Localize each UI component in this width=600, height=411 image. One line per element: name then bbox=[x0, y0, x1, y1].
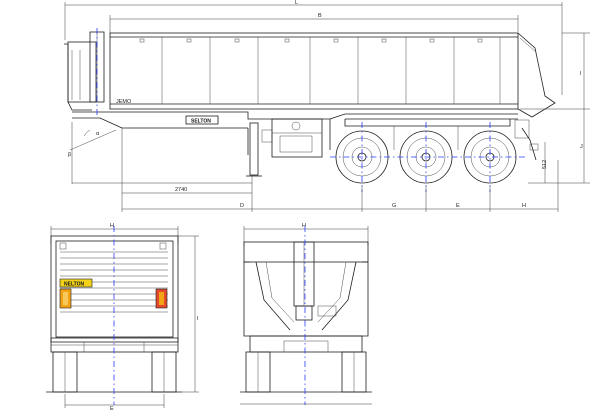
jemo-tag: JEMO bbox=[116, 99, 132, 105]
brand-plate-text: SELTON bbox=[191, 119, 211, 125]
landing-gear bbox=[246, 122, 273, 177]
body-length-label: B bbox=[318, 13, 322, 19]
front-body-top bbox=[243, 241, 369, 263]
tipper-body bbox=[109, 32, 556, 118]
rear-bottom-dim-label: E bbox=[110, 406, 114, 411]
front-view: H bbox=[240, 223, 372, 405]
front-top-dim-label: H bbox=[302, 223, 306, 229]
svg-text:α: α bbox=[96, 131, 100, 137]
rear-height-label: I bbox=[197, 316, 199, 322]
license-plate-text: NELTON bbox=[64, 282, 84, 288]
overall-length-label: L bbox=[295, 0, 298, 6]
axle-g-label: G bbox=[392, 203, 396, 209]
rear-view: H NELTON bbox=[46, 223, 199, 411]
license-plate bbox=[59, 278, 93, 288]
body-height-label: I bbox=[580, 71, 582, 77]
rear-top-dim-label: H bbox=[110, 223, 114, 229]
equipment-box bbox=[271, 118, 323, 158]
height-512-label: 512 bbox=[542, 160, 548, 169]
axle-wheels bbox=[335, 119, 530, 184]
brand-plate bbox=[185, 115, 219, 125]
axle-e-label: E bbox=[456, 203, 460, 209]
kingpin-to-axle-label: D bbox=[240, 203, 244, 209]
rear-h-label: H bbox=[522, 203, 526, 209]
dist-2740-label: 2740 bbox=[175, 187, 187, 193]
front-cylinder: JEMO bbox=[64, 31, 132, 111]
lower-height-label: J bbox=[580, 144, 583, 150]
chassis-frame: SELTON bbox=[72, 111, 518, 155]
svg-text:β: β bbox=[68, 152, 71, 158]
side-view: L B bbox=[64, 0, 590, 212]
